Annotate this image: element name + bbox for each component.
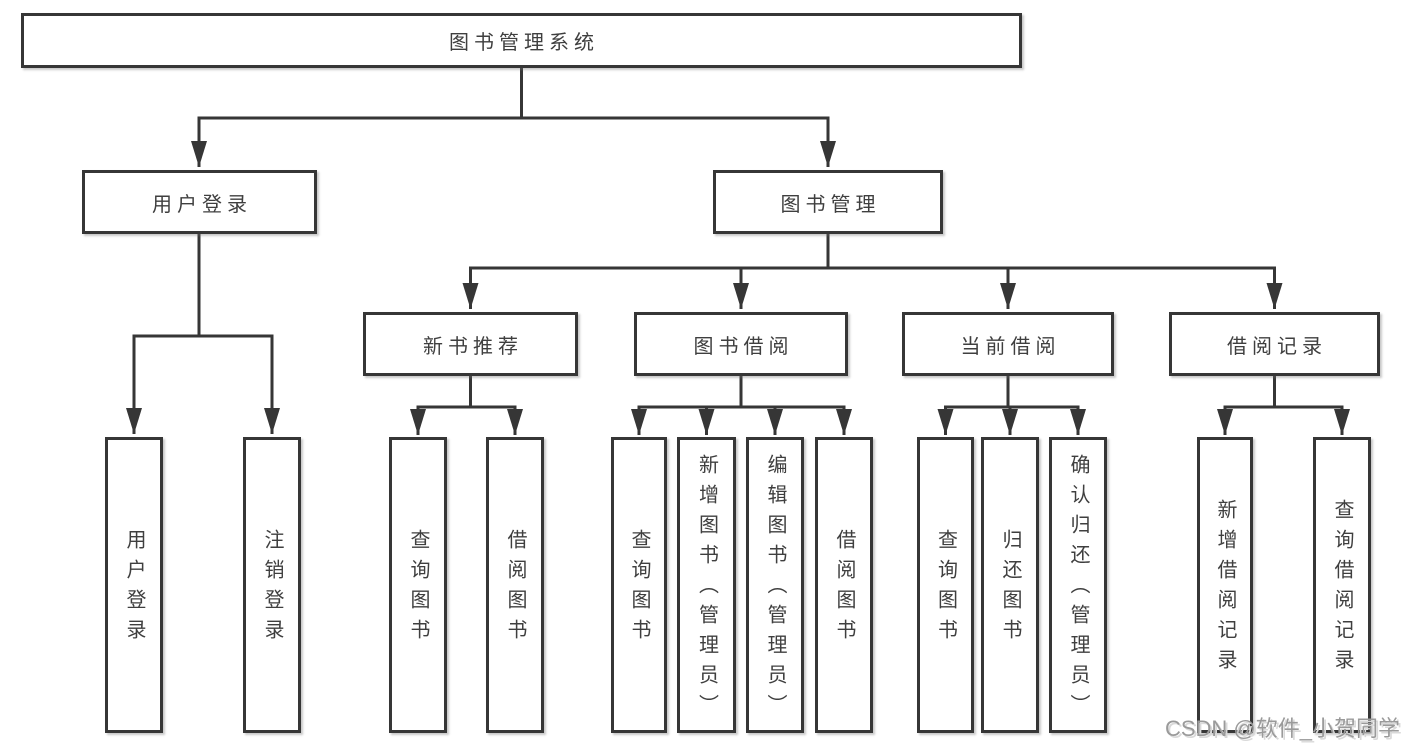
leaf-user-login-label: 用户登录 <box>123 529 145 649</box>
leaf-query-borrowing-record: 查询借阅记录 <box>1313 437 1371 733</box>
node-user-login-label: 用户登录 <box>152 193 252 216</box>
leaf-query-books-current: 查询图书 <box>917 437 974 733</box>
node-borrowing-records: 借阅记录 <box>1169 312 1380 376</box>
node-book-management-system: 图书管理系统 <box>21 13 1022 68</box>
leaf-borrow-books: 借阅图书 <box>815 437 873 733</box>
node-new-book-recommendation: 新书推荐 <box>363 312 578 376</box>
node-book-borrowing: 图书借阅 <box>634 312 848 376</box>
leaf-borrow-books-recommendation-label: 借阅图书 <box>504 529 526 649</box>
leaf-query-books-recommendation: 查询图书 <box>389 437 447 733</box>
leaf-add-borrowing-record: 新增借阅记录 <box>1197 437 1253 733</box>
leaf-confirm-return-admin-label: 确认归还（管理员） <box>1067 454 1089 724</box>
node-book-management-label: 图书管理 <box>780 193 881 216</box>
leaf-query-books-borrowing: 查询图书 <box>611 437 667 733</box>
leaf-query-books-current-label: 查询图书 <box>934 529 957 649</box>
node-book-management-system-label: 图书管理系统 <box>449 32 599 54</box>
leaf-query-books-recommendation-label: 查询图书 <box>407 529 429 649</box>
leaf-add-books-admin-label: 新增图书（管理员） <box>695 454 718 724</box>
node-book-borrowing-label: 图书借阅 <box>693 335 794 358</box>
leaf-borrow-books-label: 借阅图书 <box>833 529 855 649</box>
node-user-login: 用户登录 <box>82 170 317 234</box>
leaf-query-borrowing-record-label: 查询借阅记录 <box>1331 499 1353 679</box>
node-borrowing-records-label: 借阅记录 <box>1227 335 1327 358</box>
leaf-return-books-label: 归还图书 <box>999 529 1021 649</box>
csdn-watermark: CSDN @软件_小贺同学 <box>1164 716 1400 741</box>
node-current-borrowing: 当前借阅 <box>902 312 1114 376</box>
leaf-edit-books-admin: 编辑图书（管理员） <box>746 437 804 733</box>
leaf-query-books-borrowing-label: 查询图书 <box>628 529 650 649</box>
node-new-book-recommendation-label: 新书推荐 <box>423 335 523 358</box>
leaf-edit-books-admin-label: 编辑图书（管理员） <box>764 454 786 724</box>
leaf-return-books: 归还图书 <box>981 437 1039 733</box>
node-book-management: 图书管理 <box>713 170 943 234</box>
leaf-logout: 注销登录 <box>243 437 301 733</box>
node-current-borrowing-label: 当前借阅 <box>960 335 1061 358</box>
leaf-borrow-books-recommendation: 借阅图书 <box>486 437 544 733</box>
leaf-add-borrowing-record-label: 新增借阅记录 <box>1214 499 1236 679</box>
leaf-logout-label: 注销登录 <box>261 529 283 649</box>
leaf-user-login: 用户登录 <box>105 437 163 733</box>
leaf-add-books-admin: 新增图书（管理员） <box>677 437 736 733</box>
leaf-confirm-return-admin: 确认归还（管理员） <box>1049 437 1107 733</box>
